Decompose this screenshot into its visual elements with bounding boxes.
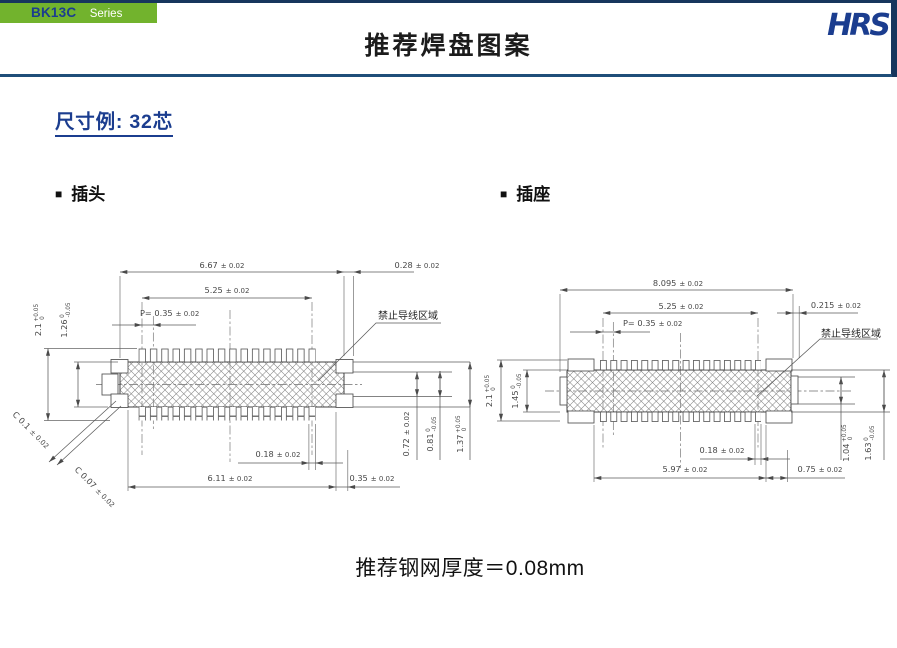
plug-left-tab bbox=[101, 373, 119, 396]
receptacle-right-tab bbox=[790, 375, 799, 405]
plug-fitting-pad bbox=[335, 393, 354, 408]
plug-body-hatch bbox=[119, 361, 345, 408]
svg-text:0.75± 0.02: 0.75± 0.02 bbox=[798, 464, 843, 474]
plug-bottom-pads bbox=[138, 407, 316, 421]
receptacle-top-pads bbox=[600, 360, 761, 370]
plug-section-label: ■插头 bbox=[55, 185, 106, 204]
stencil-note: 推荐钢网厚度＝0.08mm bbox=[355, 557, 585, 580]
svg-text:8.095± 0.02: 8.095± 0.02 bbox=[653, 278, 703, 288]
svg-text:6.67± 0.02: 6.67± 0.02 bbox=[200, 260, 245, 270]
svg-text:1.37+0.050: 1.37+0.050 bbox=[455, 415, 468, 453]
svg-text:1.04+0.050: 1.04+0.050 bbox=[841, 424, 854, 462]
receptacle-fitting-pad bbox=[567, 358, 595, 372]
receptacle-body-hatch bbox=[566, 369, 792, 413]
svg-text:1.450-0.05: 1.450-0.05 bbox=[510, 373, 523, 409]
bullet-square-icon: ■ bbox=[500, 187, 508, 201]
svg-text:P= 0.35± 0.02: P= 0.35± 0.02 bbox=[623, 318, 682, 328]
svg-text:0.18± 0.02: 0.18± 0.02 bbox=[256, 449, 301, 459]
svg-text:0.72± 0.02: 0.72± 0.02 bbox=[401, 412, 411, 457]
svg-text:2.1+0.050: 2.1+0.050 bbox=[484, 375, 497, 408]
receptacle-fitting-pad bbox=[567, 410, 595, 424]
receptacle-bottom-pads bbox=[600, 412, 761, 422]
series-code: BK13C bbox=[31, 5, 77, 20]
size-example-label: 尺寸例: 32芯 bbox=[55, 105, 174, 137]
svg-text:1.260-0.05: 1.260-0.05 bbox=[59, 302, 72, 338]
bullet-square-icon: ■ bbox=[55, 187, 63, 201]
svg-text:5.25± 0.02: 5.25± 0.02 bbox=[659, 301, 704, 311]
svg-text:P= 0.35± 0.02: P= 0.35± 0.02 bbox=[140, 308, 199, 318]
plug-fitting-pad bbox=[335, 359, 354, 374]
receptacle-drawing: 8.095± 0.02 5.25± 0.02 0.215± 0.02 P= 0.… bbox=[484, 278, 890, 482]
receptacle-fitting-pad bbox=[765, 358, 793, 372]
receptacle-section-label: ■插座 bbox=[500, 185, 551, 204]
svg-text:C 0.1± 0.02: C 0.1± 0.02 bbox=[11, 409, 52, 450]
svg-text:0.28± 0.02: 0.28± 0.02 bbox=[395, 260, 440, 270]
svg-text:2.1+0.050: 2.1+0.050 bbox=[33, 304, 46, 337]
svg-text:C 0.07± 0.02: C 0.07± 0.02 bbox=[73, 465, 118, 510]
plug-drawing: 6.67± 0.02 0.28± 0.02 5.25± 0.02 P= 0.35… bbox=[11, 260, 473, 510]
svg-text:5.25± 0.02: 5.25± 0.02 bbox=[205, 285, 250, 295]
receptacle-left-tab bbox=[559, 376, 568, 406]
svg-text:0.810-0.05: 0.810-0.05 bbox=[425, 416, 438, 452]
right-border bbox=[891, 0, 897, 77]
svg-text:0.215± 0.02: 0.215± 0.02 bbox=[811, 300, 861, 310]
plug-fitting-pad bbox=[110, 359, 129, 374]
series-banner: BK13C Series bbox=[0, 3, 157, 23]
top-border bbox=[0, 0, 897, 3]
receptacle-fitting-pad bbox=[765, 410, 793, 424]
svg-text:5.97± 0.02: 5.97± 0.02 bbox=[663, 464, 708, 474]
plug-keepout-label: 禁止导线区域 bbox=[378, 309, 438, 322]
hrs-logo: HRS bbox=[827, 8, 891, 43]
plug-fitting-pad bbox=[110, 393, 129, 408]
receptacle-keepout-label: 禁止导线区域 bbox=[821, 327, 881, 340]
header-rule bbox=[0, 74, 892, 77]
page-title: 推荐焊盘图案 bbox=[364, 32, 533, 60]
svg-text:0.18± 0.02: 0.18± 0.02 bbox=[700, 445, 745, 455]
plug-top-pads bbox=[138, 348, 316, 362]
series-word: Series bbox=[89, 8, 123, 20]
svg-text:6.11± 0.02: 6.11± 0.02 bbox=[208, 473, 253, 483]
svg-text:0.35± 0.02: 0.35± 0.02 bbox=[350, 473, 395, 483]
svg-text:1.630-0.05: 1.630-0.05 bbox=[863, 425, 876, 461]
